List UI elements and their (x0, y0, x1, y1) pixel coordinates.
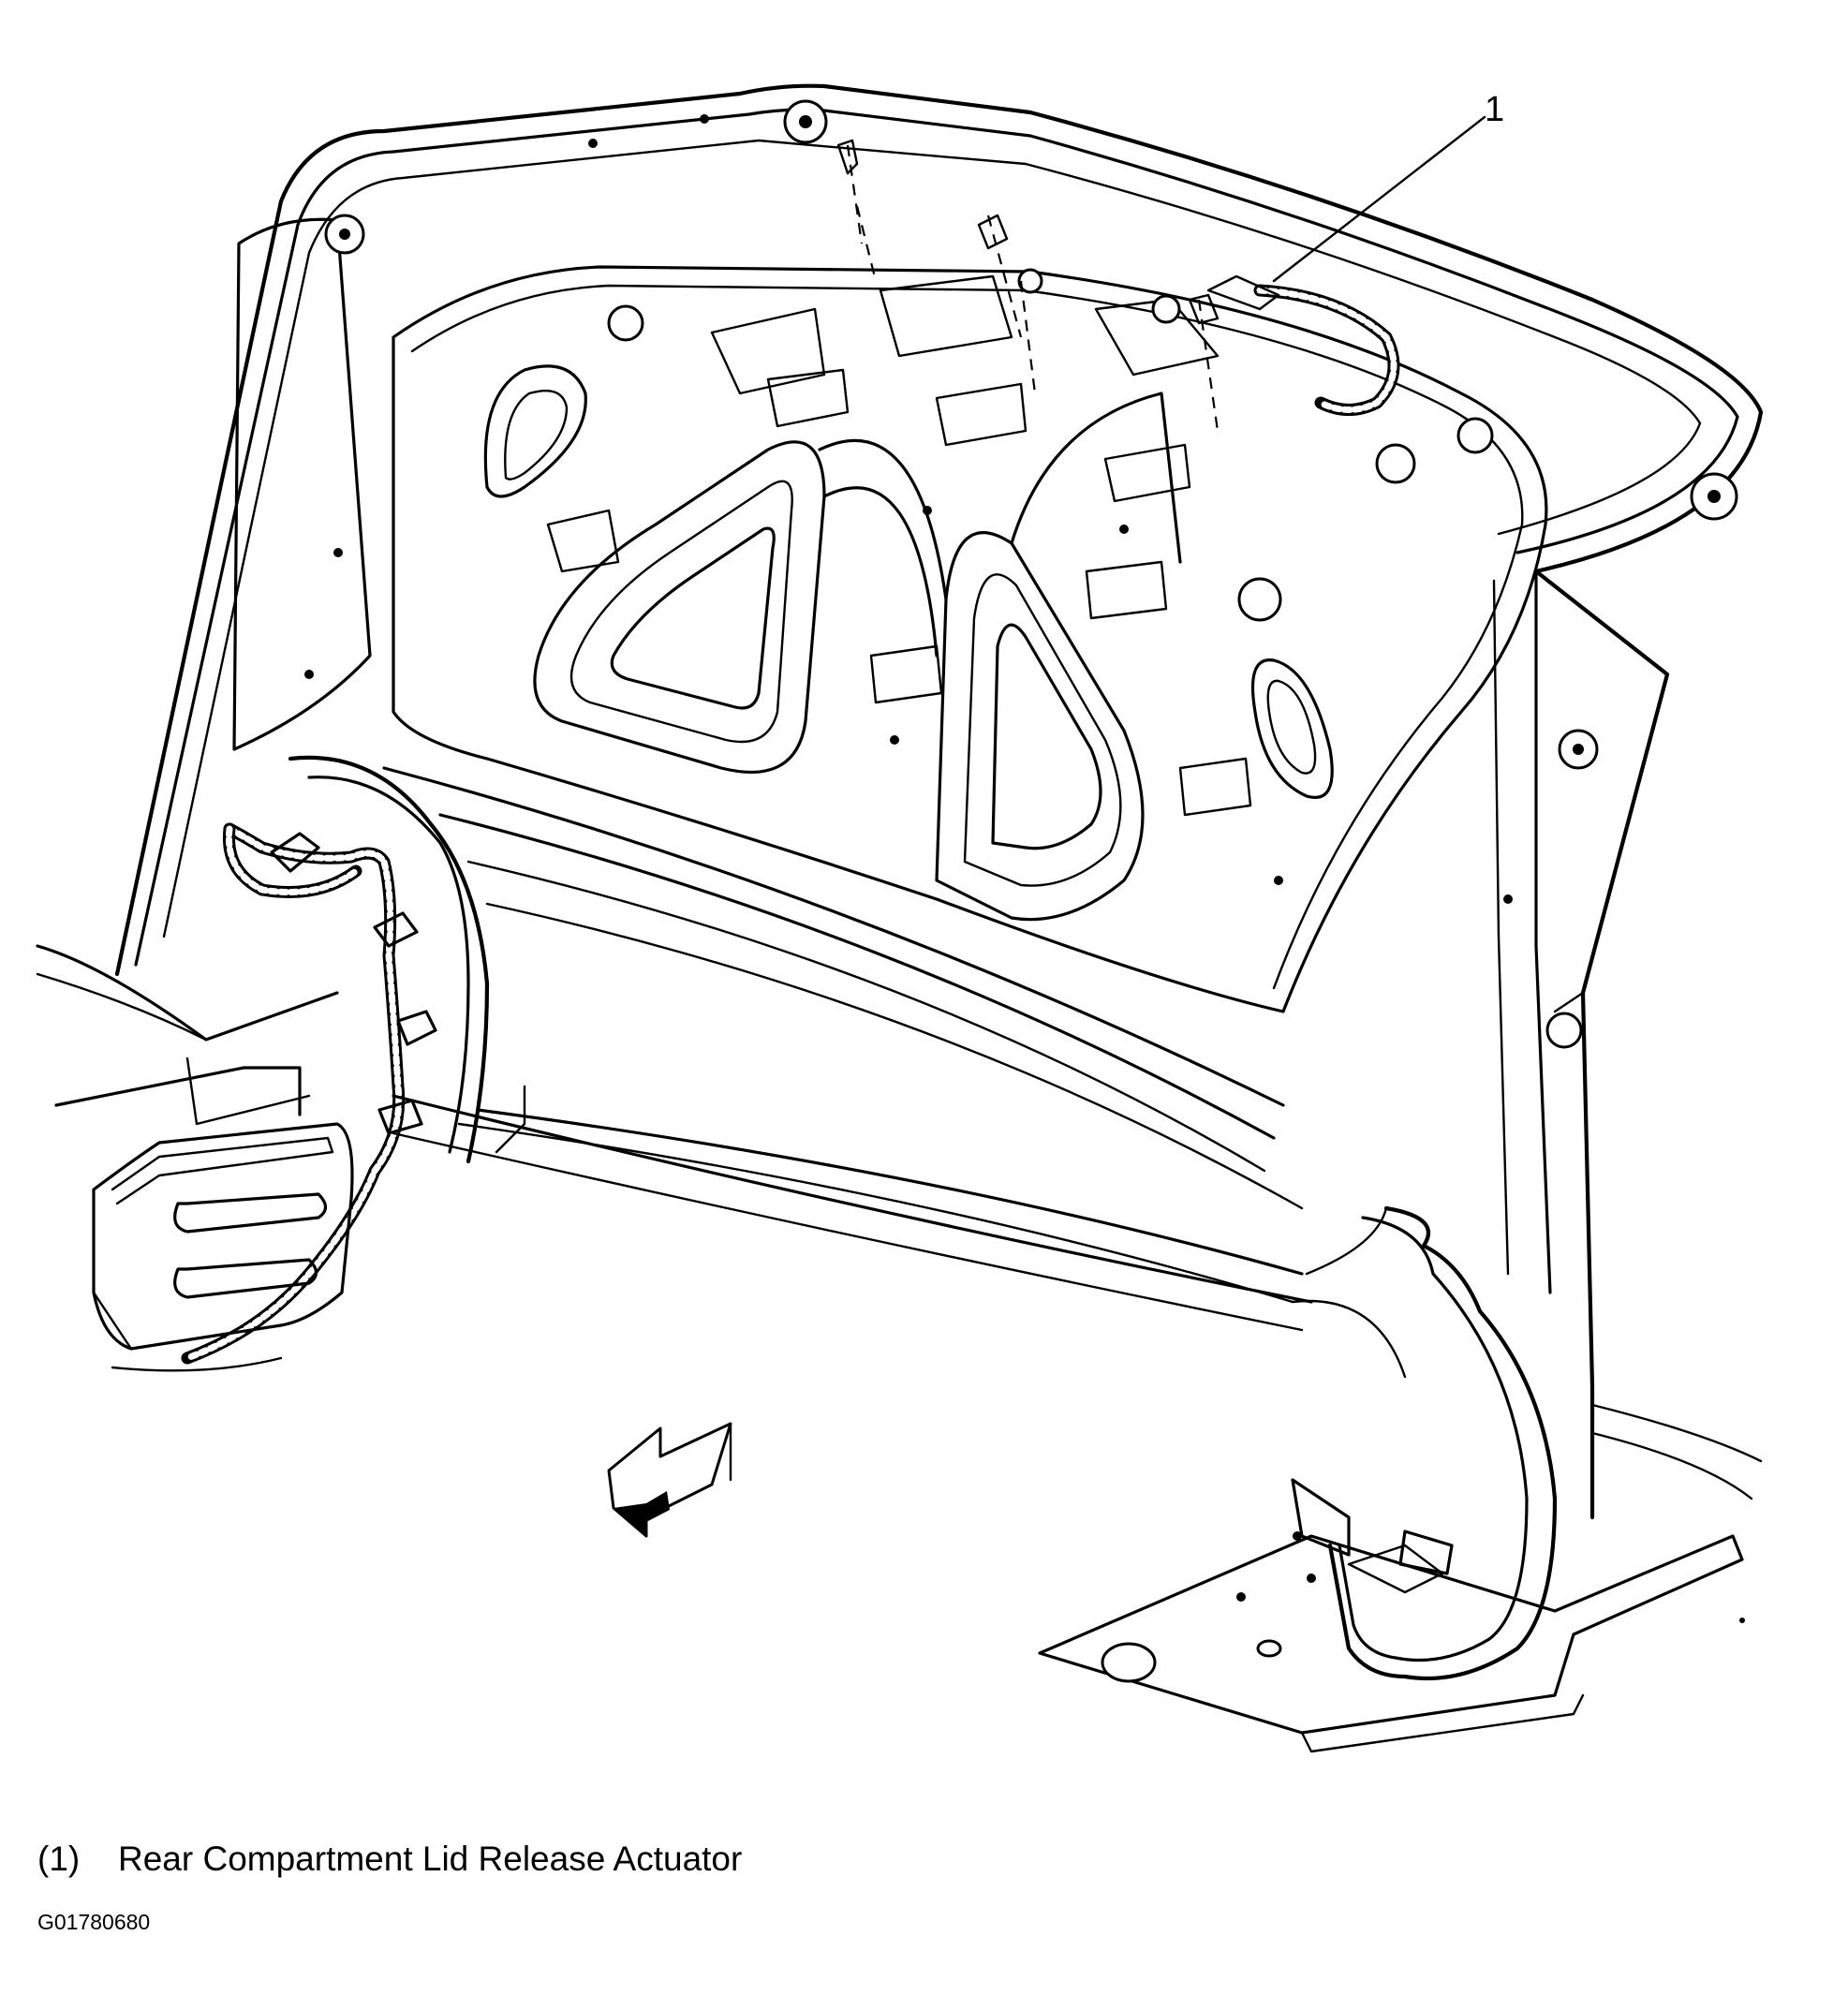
legend-callout-label: (1) (37, 1840, 81, 1878)
mounting-plate (1038, 1403, 1763, 1753)
triangle-cutout-left (533, 440, 826, 774)
front-direction-arrow-icon (607, 1422, 732, 1538)
legend-description: Rear Compartment Lid Release Actuator (118, 1840, 743, 1878)
teardrop-opening-left (483, 364, 587, 498)
fastener-lines (836, 139, 1220, 432)
right-hinge (1291, 1205, 1558, 1681)
inner-stiffener-panel (382, 265, 1548, 1304)
callout-1-leader (1272, 115, 1486, 283)
legend-entry-1: (1) Rear Compartment Lid Release Actuator (37, 1839, 742, 1880)
inner-ribs (546, 274, 1252, 817)
teardrop-opening-right (1250, 658, 1334, 799)
mounting-holes (304, 99, 1745, 1623)
callout-number-1: 1 (1485, 90, 1505, 129)
left-body-panel (36, 944, 1313, 1372)
triangle-cutout-right (935, 531, 1145, 922)
wiring-harness (181, 274, 1400, 1365)
figure-id: G01780680 (37, 1910, 151, 1934)
